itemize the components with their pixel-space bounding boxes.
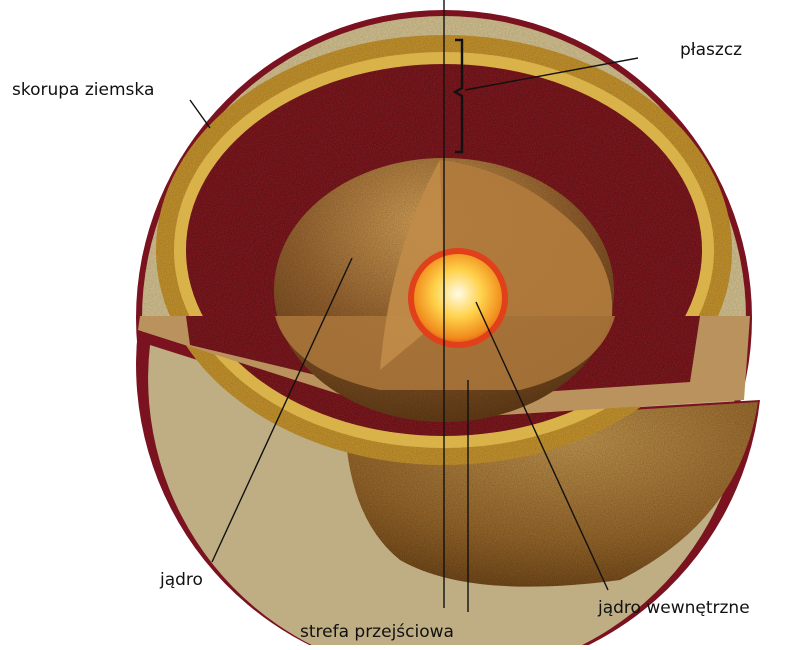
label-mantle: płaszcz	[680, 42, 742, 59]
globe	[120, 10, 760, 645]
label-core: jądro	[160, 572, 203, 589]
label-transition-zone: strefa przejściowa	[300, 624, 454, 641]
label-crust: skorupa ziemska	[12, 82, 154, 99]
label-inner-core: jądro wewnętrzne	[598, 600, 750, 617]
crust-leader	[190, 100, 210, 128]
